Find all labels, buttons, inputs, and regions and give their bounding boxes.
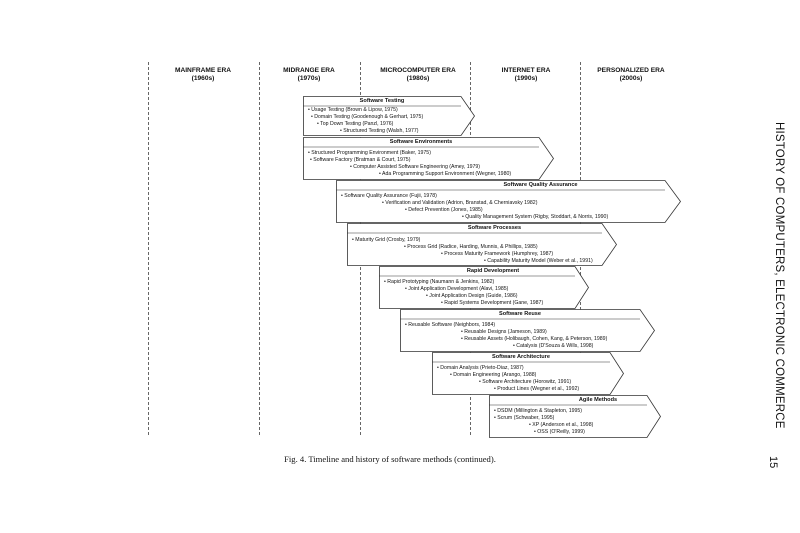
method-item: • DSDM (Millington & Stapleton, 1995) [494,408,583,414]
arrow-shape [489,395,661,438]
era-divider [148,62,149,435]
method-item: • Software Architecture (Horowitz, 1991) [479,379,572,385]
method-item: • Structured Testing (Walsh, 1977) [340,128,419,134]
method-title: Agile Methods [578,397,618,403]
era-heading-internet: INTERNET ERA(1990s) [501,67,551,82]
arrow-shape [432,352,624,395]
method-item: • Process Grid (Radice, Harding, Munnis,… [404,244,538,250]
method-item: • Rapid Systems Development (Gane, 1987) [441,300,544,306]
method-item: • Software Factory (Bratman & Court, 197… [310,157,411,163]
era-heading-midrange: MIDRANGE ERA(1970s) [283,67,335,82]
method-title: Software Architecture [492,354,550,360]
method-box-software-architecture: Software Architecture • Domain Analysis … [432,352,624,395]
method-item: • Domain Testing (Goodenough & Gerhart, … [311,114,424,120]
arrow-shape [303,137,554,180]
method-item: • Defect Prevention (Jones, 1985) [405,207,483,213]
method-item: • Reusable Designs (Jameson, 1989) [461,329,547,335]
method-item: • Computer Assisted Software Engineering… [350,164,481,170]
method-item: • Software Quality Assurance (Fujii, 197… [341,193,437,199]
method-box-agile-methods: Agile Methods • DSDM (Millington & Stapl… [489,395,661,438]
method-title: Software Quality Assurance [503,182,578,188]
method-item: • Scrum (Schwaber, 1995) [494,415,555,421]
method-title: Rapid Development [466,268,520,274]
method-item: • Top Down Testing (Panzl, 1976) [317,121,394,127]
method-item: • Joint Application Development (Alavi, … [405,286,509,292]
arrow-shape [303,96,475,136]
method-box-software-reuse: Software Reuse • Reusable Software (Neig… [400,309,655,352]
method-item: • Verification and Validation (Adrion, B… [382,200,538,206]
era-heading-microcomputer: MICROCOMPUTER ERA(1980s) [380,67,456,82]
method-item: • Capability Maturity Model (Weber et al… [484,258,593,264]
method-item: • XP (Anderson et al., 1998) [529,422,594,428]
era-heading-personalized: PERSONALIZED ERA(2000s) [597,67,665,82]
method-item: • Rapid Prototyping (Naumann & Jenkins, … [384,279,495,285]
method-box-software-testing: Software Testing • Usage Testing (Brown … [303,96,475,136]
method-item: • Catalysis (D'Souza & Wills, 1998) [513,343,594,349]
method-box-software-quality-assurance: Software Quality Assurance • Software Qu… [336,180,681,223]
method-item: • Process Maturity Framework (Humphrey, … [441,251,554,257]
method-box-software-environments: Software Environments • Structured Progr… [303,137,554,180]
method-item: • OSS (O'Reilly, 1999) [534,429,585,435]
method-item: • Domain Analysis (Prieto-Diaz, 1987) [437,365,524,371]
era-divider [259,62,260,435]
method-title: Software Environments [389,139,453,145]
arrow-shape [347,223,617,266]
method-item: • Reusable Software (Neighbors, 1984) [405,322,496,328]
method-item: • Structured Programming Environment (Ba… [308,150,431,156]
method-box-software-processes: Software Processes • Maturity Grid (Cros… [347,223,617,266]
method-title: Software Reuse [499,311,541,317]
method-item: • Product Lines (Wegner et al., 1992) [494,386,580,392]
method-title: Software Processes [467,225,522,231]
running-head: HISTORY OF COMPUTERS, ELECTRONIC COMMERC… [773,122,785,429]
figure-caption: Fig. 4. Timeline and history of software… [284,454,496,464]
arrow-shape [336,180,681,223]
method-item: • Maturity Grid (Crosby, 1979) [352,237,421,243]
method-item: • Ada Programming Support Environment (W… [379,171,512,177]
method-item: • Reusable Assets (Holibaugh, Cohen, Kan… [461,336,608,342]
method-title: Software Testing [359,98,405,104]
era-heading-mainframe: MAINFRAME ERA(1960s) [174,67,232,82]
method-item: • Domain Engineering (Arango, 1988) [450,372,537,378]
arrow-shape [379,266,589,309]
method-box-rapid-development: Rapid Development • Rapid Prototyping (N… [379,266,589,309]
method-item: • Quality Management System (Rigby, Stod… [462,214,609,220]
method-item: • Usage Testing (Brown & Lipow, 1975) [308,107,398,113]
method-item: • Joint Application Design (Guide, 1986) [426,293,518,299]
page-number: 15 [767,456,779,469]
arrow-shape [400,309,655,352]
